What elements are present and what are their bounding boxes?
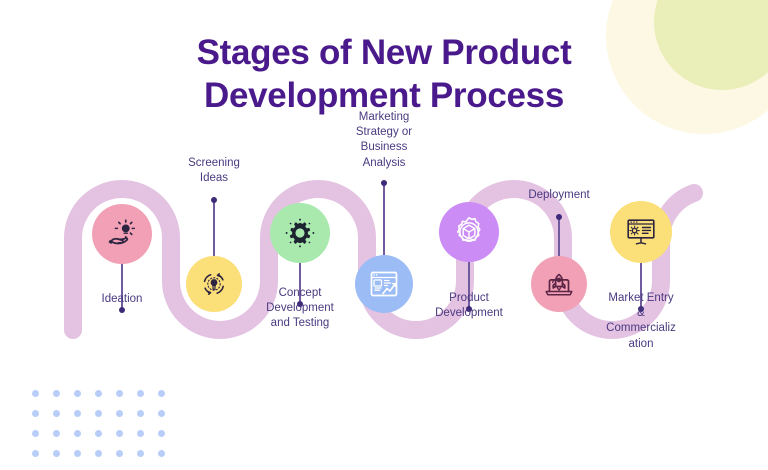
presentation-board-icon: [625, 216, 657, 248]
grid-dot: [53, 430, 60, 437]
stage-node-5[interactable]: [439, 202, 499, 262]
connector-endpoint-dot: [381, 180, 387, 186]
gear-icon: [283, 216, 317, 250]
stage-node-1[interactable]: [92, 204, 152, 264]
grid-dot: [95, 410, 102, 417]
stage-label-3: Concept Development and Testing: [266, 287, 334, 330]
stage-node-7[interactable]: [610, 201, 672, 263]
gear-box-icon: [452, 215, 486, 249]
stage-connector: [558, 217, 560, 256]
stage-connector: [121, 264, 123, 310]
connector-endpoint-dot: [211, 197, 217, 203]
grid-dot: [74, 410, 81, 417]
grid-dot: [158, 430, 165, 437]
grid-dot: [32, 390, 39, 397]
grid-dot: [74, 450, 81, 457]
stage-label-7: Market Entry & Commercializ ation: [606, 292, 676, 350]
grid-dot: [53, 450, 60, 457]
stage-label-4: Marketing Strategy or Business Analysis: [355, 111, 413, 169]
grid-dot: [53, 410, 60, 417]
stage-connector: [299, 263, 301, 304]
grid-dot: [137, 390, 144, 397]
stage-connector: [383, 183, 385, 255]
grid-dot: [95, 450, 102, 457]
decorative-dot-grid: [32, 390, 179, 470]
stage-label-2: Screening Ideas: [188, 157, 240, 185]
grid-dot: [116, 410, 123, 417]
grid-dot: [158, 410, 165, 417]
grid-dot: [32, 450, 39, 457]
laptop-rocket-icon: [543, 268, 575, 300]
connector-endpoint-dot: [638, 306, 644, 312]
connector-endpoint-dot: [556, 214, 562, 220]
title-line-2: Development Process: [203, 75, 564, 115]
stage-node-2[interactable]: [186, 256, 242, 312]
stage-connector: [468, 262, 470, 309]
grid-dot: [74, 390, 81, 397]
grid-dot: [32, 410, 39, 417]
grid-dot: [74, 430, 81, 437]
grid-dot: [158, 390, 165, 397]
stage-label-1: Ideation: [101, 293, 143, 305]
grid-dot: [158, 450, 165, 457]
grid-dot: [32, 430, 39, 437]
stage-node-4[interactable]: [355, 255, 413, 313]
connector-endpoint-dot: [297, 301, 303, 307]
grid-dot: [53, 390, 60, 397]
chart-analysis-icon: [368, 268, 400, 300]
connector-endpoint-dot: [466, 306, 472, 312]
stage-node-3[interactable]: [270, 203, 330, 263]
grid-dot: [137, 450, 144, 457]
stage-node-6[interactable]: [531, 256, 587, 312]
grid-dot: [137, 430, 144, 437]
grid-dot: [116, 390, 123, 397]
stage-connector: [213, 200, 215, 256]
page-title: Stages of New Product Development Proces…: [0, 32, 768, 117]
stage-label-6: Deployment: [528, 189, 590, 201]
stage-label-5: Product Development: [435, 292, 503, 320]
grid-dot: [95, 430, 102, 437]
lightbulb-cycle-icon: [199, 269, 229, 299]
stage-connector: [640, 263, 642, 309]
connector-endpoint-dot: [119, 307, 125, 313]
title-line-1: Stages of New Product: [196, 33, 572, 72]
grid-dot: [137, 410, 144, 417]
infographic-canvas: Stages of New Product Development Proces…: [0, 0, 768, 457]
grid-dot: [116, 450, 123, 457]
grid-dot: [95, 390, 102, 397]
grid-dot: [116, 430, 123, 437]
hand-lightbulb-icon: [107, 219, 137, 249]
